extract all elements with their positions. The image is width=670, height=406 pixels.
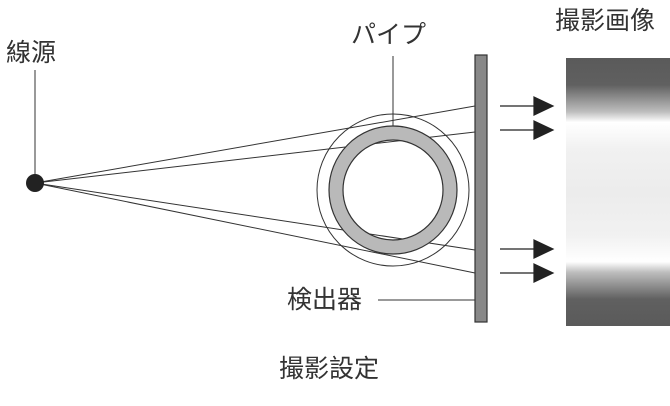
arrows-to-image	[500, 96, 555, 283]
detector-plate	[474, 54, 488, 323]
image-label: 撮影画像	[555, 6, 656, 35]
arrow-2-head	[533, 120, 555, 140]
arrow-1-head	[533, 96, 555, 116]
source-dot	[26, 174, 44, 192]
pipe-label: パイプ	[351, 20, 427, 49]
detector-label: 検出器	[287, 285, 363, 314]
ray-1	[34, 105, 476, 184]
source-label: 線源	[6, 38, 57, 67]
pipe-wall	[329, 126, 457, 254]
captured-image	[566, 58, 670, 326]
ray-4	[34, 182, 476, 274]
pipe-cross-section	[316, 113, 470, 267]
pipe-wall-inner-edge	[342, 139, 444, 241]
arrow-4-head	[533, 263, 555, 283]
arrow-3-head	[533, 239, 555, 259]
figure-caption: 撮影設定	[279, 354, 380, 383]
